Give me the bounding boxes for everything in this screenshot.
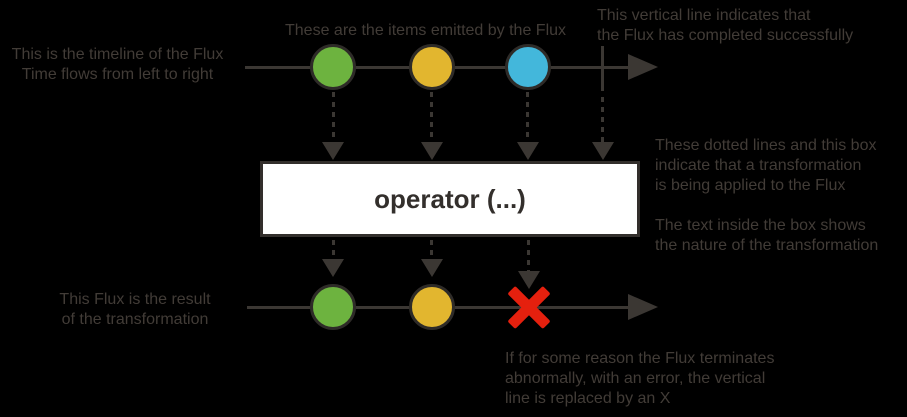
source-timeline-arrow-icon	[628, 54, 658, 80]
transformation-note: These dotted lines and this box indicate…	[655, 137, 877, 194]
source-marble-yellow	[409, 44, 455, 90]
result-marble-yellow	[409, 284, 455, 330]
items-emitted-note: These are the items emitted by the Flux	[285, 22, 567, 39]
result-timeline-arrow-icon	[628, 294, 658, 320]
dashed-arrowhead-icon	[517, 142, 539, 160]
result-marble-green	[310, 284, 356, 330]
source-marble-green	[310, 44, 356, 90]
dashed-line	[526, 92, 529, 144]
dashed-line	[527, 240, 530, 272]
timeline-note: This is the timeline of the Flux Time fl…	[11, 46, 224, 83]
dashed-line	[430, 240, 433, 260]
error-x-mark	[507, 285, 551, 330]
dashed-line	[430, 92, 433, 144]
dashed-line	[601, 97, 604, 144]
dashed-line	[332, 92, 335, 144]
dashed-arrowhead-icon	[518, 271, 540, 289]
dashed-arrowhead-icon	[322, 259, 344, 277]
complete-line	[601, 46, 604, 91]
dashed-arrowhead-icon	[421, 259, 443, 277]
operator-box-label: operator (...)	[374, 183, 526, 214]
operator-box: operator (...)	[260, 161, 640, 237]
result-note: This Flux is the result of the transform…	[59, 291, 211, 328]
dashed-arrowhead-icon	[592, 142, 614, 160]
completion-note: This vertical line indicates that the Fl…	[597, 7, 854, 44]
error-note: If for some reason the Flux terminates a…	[505, 350, 775, 407]
dashed-line	[332, 240, 335, 260]
dashed-arrowhead-icon	[322, 142, 344, 160]
source-marble-blue	[505, 44, 551, 90]
dashed-arrowhead-icon	[421, 142, 443, 160]
operator-text-note: The text inside the box shows the nature…	[655, 217, 879, 254]
